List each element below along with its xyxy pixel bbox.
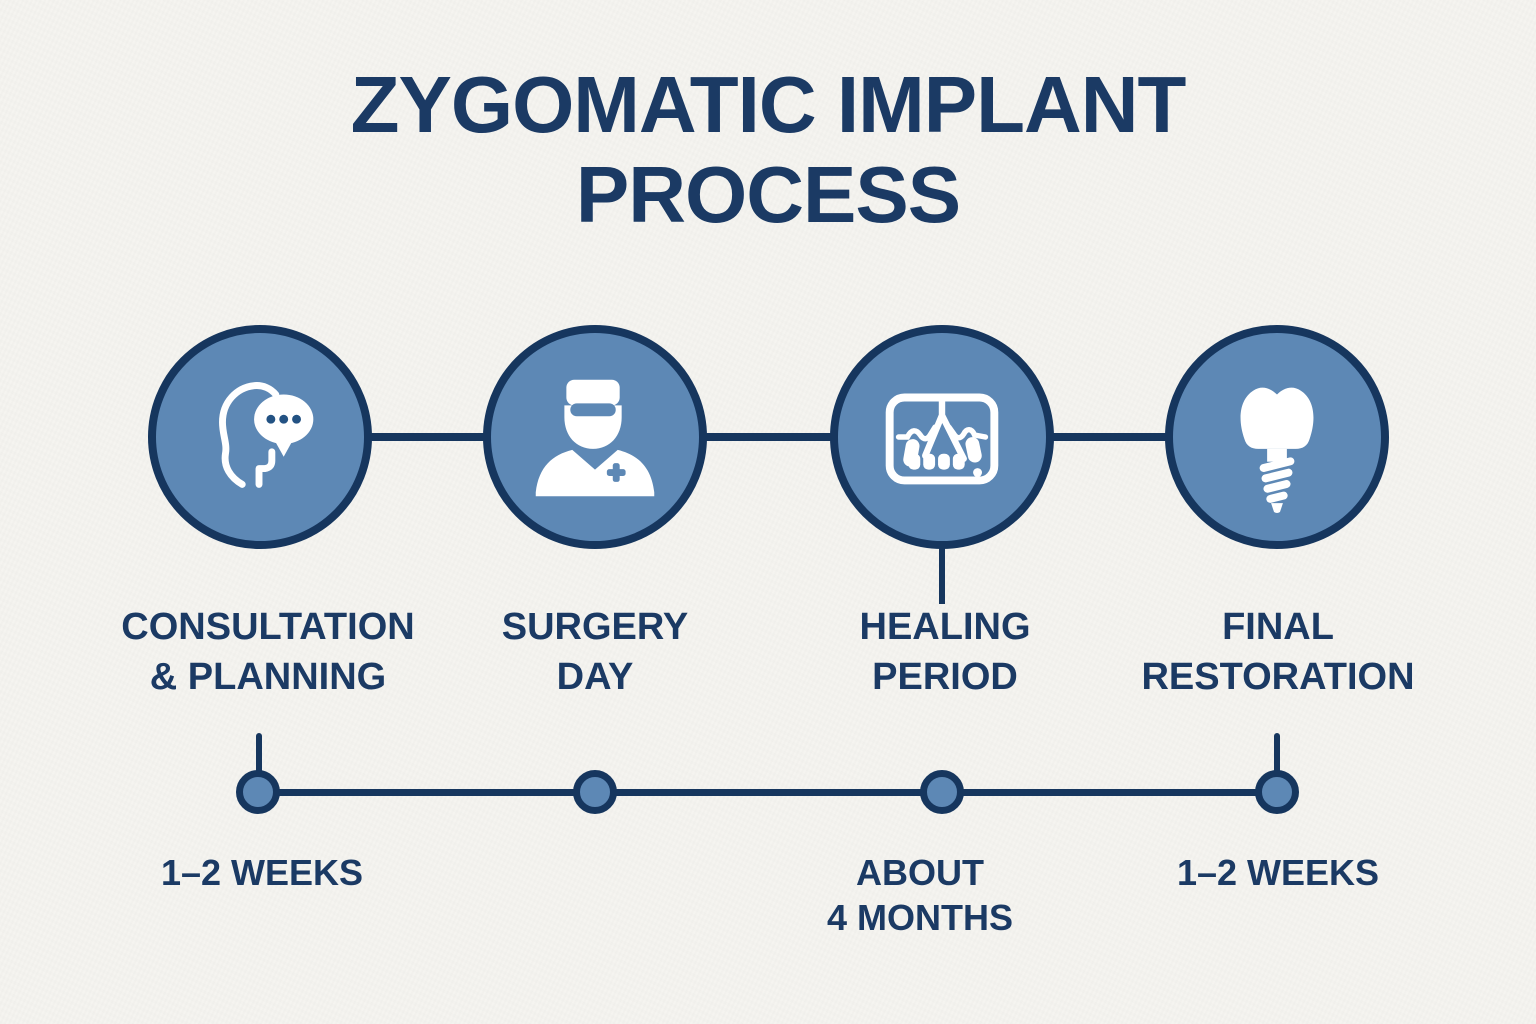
step-label-line: DAY — [556, 656, 634, 698]
step-circle-consultation — [148, 325, 372, 549]
jaw-xray-implant-icon — [885, 393, 999, 485]
timeline-dot-healing — [920, 770, 964, 814]
duration-line: 1–2 WEEKS — [1176, 852, 1380, 893]
step-circle-restoration — [1165, 325, 1389, 549]
page-title: ZYGOMATIC IMPLANT PROCESS — [0, 60, 1536, 240]
timeline-line — [258, 789, 1277, 796]
title-line-2: PROCESS — [575, 150, 961, 239]
duration-label-restoration: 1–2 WEEKS — [1108, 850, 1448, 895]
step-label-line: PERIOD — [872, 656, 1018, 698]
timeline-dot-restoration — [1255, 770, 1299, 814]
step-circle-healing — [830, 325, 1054, 549]
duration-label-healing: ABOUT 4 MONTHS — [750, 850, 1090, 940]
step-label-line: CONSULTATION — [121, 606, 415, 648]
step-circle-surgery — [483, 325, 707, 549]
timeline-dot-surgery — [573, 770, 617, 814]
step-label-restoration: FINAL RESTORATION — [1088, 602, 1468, 702]
connector-line-3 — [1050, 433, 1170, 441]
duration-label-consultation: 1–2 WEEKS — [92, 850, 432, 895]
step-label-line: HEALING — [859, 606, 1031, 648]
timeline-tick-restoration — [1274, 733, 1280, 775]
step-label-consultation: CONSULTATION & PLANNING — [78, 602, 458, 702]
title-line-1: ZYGOMATIC IMPLANT — [350, 60, 1187, 149]
duration-line: ABOUT — [856, 852, 984, 893]
head-profile-speech-bubble-icon — [219, 382, 314, 488]
timeline-dot-consultation — [236, 770, 280, 814]
timeline-tick-consultation — [256, 733, 262, 775]
duration-line: 1–2 WEEKS — [160, 852, 364, 893]
healing-circle-stem-line — [939, 546, 945, 604]
step-label-line: FINAL — [1222, 606, 1334, 648]
dental-implant-screw-icon — [1240, 387, 1314, 514]
step-label-surgery: SURGERY DAY — [405, 602, 785, 702]
step-label-line: & PLANNING — [149, 656, 387, 698]
connector-line-2 — [703, 433, 835, 441]
step-label-line: RESTORATION — [1141, 656, 1415, 698]
step-label-healing: HEALING PERIOD — [755, 602, 1135, 702]
step-label-line: SURGERY — [501, 606, 689, 648]
duration-line: 4 MONTHS — [826, 897, 1013, 938]
connector-line-1 — [368, 433, 488, 441]
surgeon-mask-icon — [535, 379, 655, 497]
